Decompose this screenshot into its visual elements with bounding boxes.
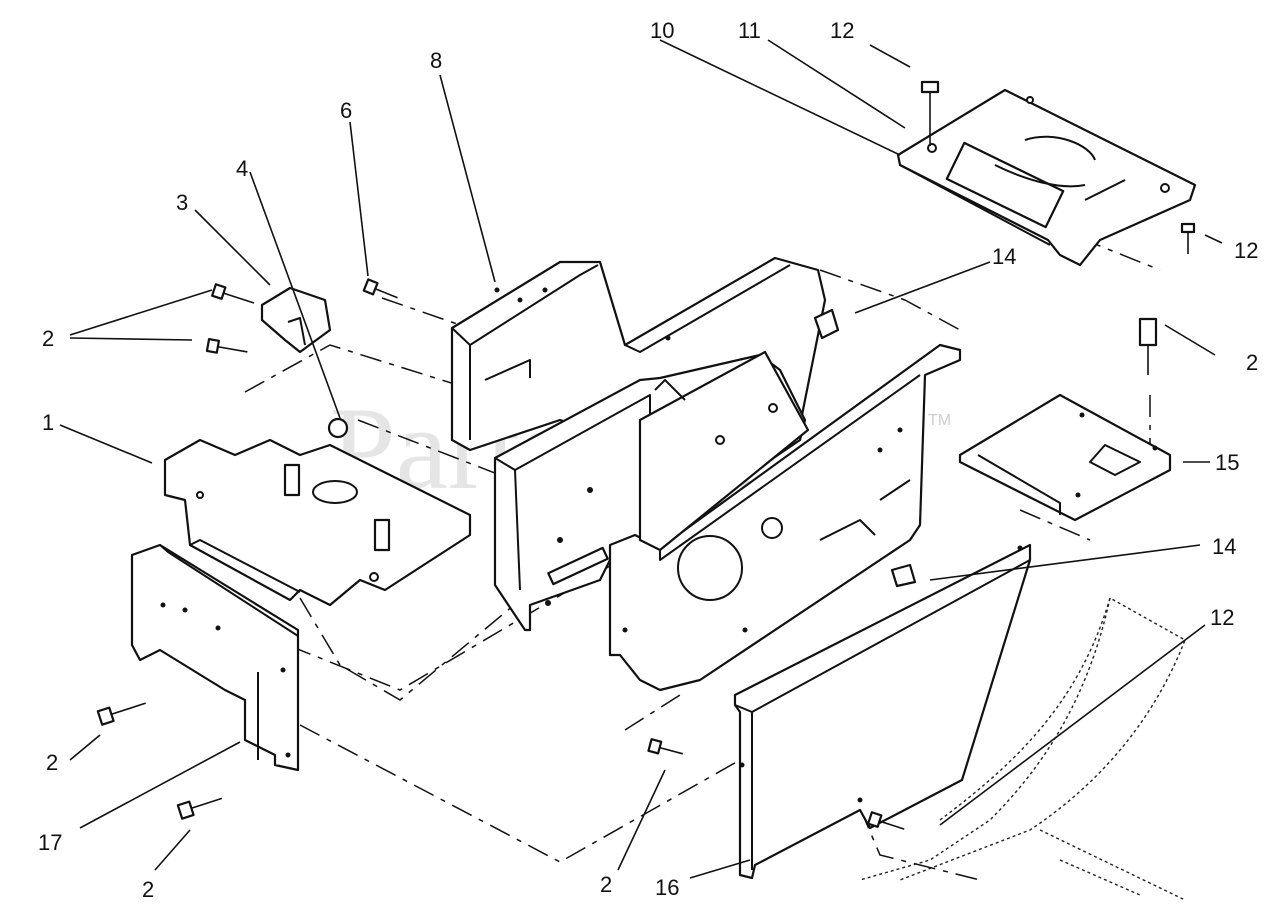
bolt-icon <box>1180 222 1196 254</box>
callout-10: 10 <box>650 18 674 43</box>
callout-2: 2 <box>42 326 54 351</box>
callout-12-right: 12 <box>1234 238 1258 263</box>
bolt-icon <box>176 797 223 820</box>
bolt-icon <box>920 80 940 146</box>
callout-17: 17 <box>38 830 62 855</box>
bolt-icon <box>362 278 398 299</box>
phantom-fender <box>859 596 1186 901</box>
part-14-tab-upper <box>813 308 840 340</box>
callout-4: 4 <box>236 156 248 181</box>
callout-14-upper: 14 <box>992 244 1016 269</box>
side-plate-main <box>608 343 962 692</box>
bolt-icon <box>867 811 905 830</box>
part-3-clip <box>260 286 332 354</box>
callout-2-bottomleft: 2 <box>142 877 154 902</box>
callout-2-bottom: 2 <box>600 872 612 897</box>
callout-6: 6 <box>340 98 352 123</box>
bolt-icon <box>647 738 684 755</box>
callout-16: 16 <box>655 875 679 900</box>
callout-12-top: 12 <box>830 18 854 43</box>
part-4-nut <box>327 417 349 439</box>
part-1-bracket <box>163 438 472 607</box>
callout-11: 11 <box>738 18 761 43</box>
bolt-icon <box>1138 317 1158 375</box>
callout-14-lower: 14 <box>1212 534 1236 559</box>
callout-3: 3 <box>176 190 188 215</box>
part-17-front-plate <box>130 543 300 772</box>
bolt-icon <box>211 283 255 304</box>
callout-2-lowerleft: 2 <box>46 750 58 775</box>
bolt-icon <box>96 702 146 726</box>
callout-15: 15 <box>1215 450 1239 475</box>
callout-8: 8 <box>430 48 442 73</box>
callout-2-right: 2 <box>1246 350 1258 375</box>
bolt-icon <box>205 337 248 354</box>
callout-12-lower: 12 <box>1210 605 1234 630</box>
part-14-tab-lower <box>890 563 917 588</box>
inner-upright <box>638 350 810 552</box>
callouts: 1 2 3 4 6 8 10 11 12 12 14 2 15 14 12 2 … <box>38 18 1258 902</box>
part-15-plate <box>958 393 1172 522</box>
part-16-side-panel <box>733 543 1032 880</box>
part-10-seat-plate <box>896 88 1197 267</box>
leader-lines <box>59 39 1223 879</box>
watermark-tm: TM <box>928 412 951 429</box>
callout-1: 1 <box>42 410 54 435</box>
